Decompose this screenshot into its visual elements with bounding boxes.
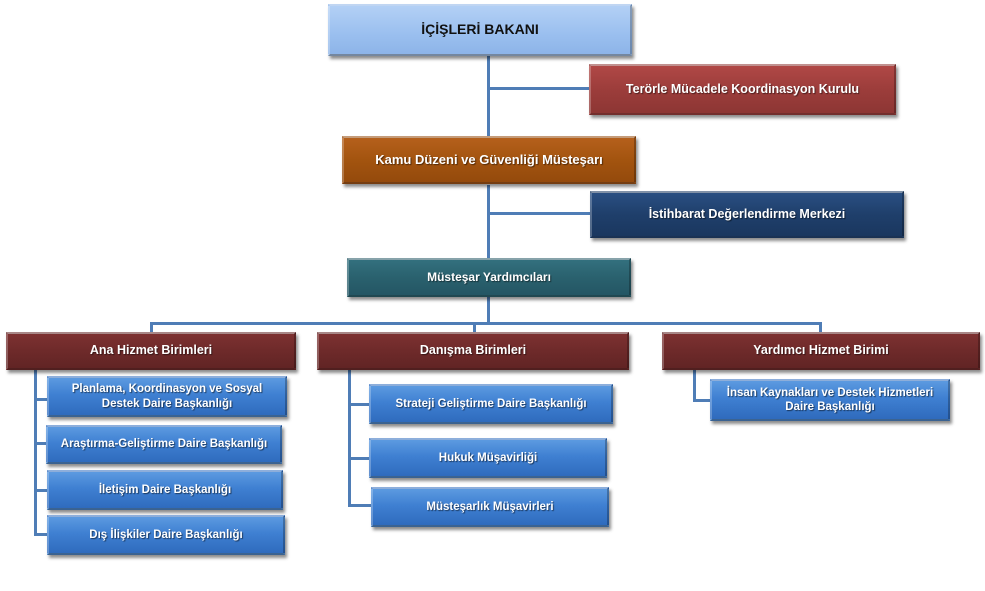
unit-box: Dış İlişkiler Daire Başkanlığı — [47, 515, 285, 555]
unit-label-line2: Daire Başkanlığı — [785, 401, 875, 413]
connector-undersecretary-to-intelligence — [487, 212, 591, 215]
undersecretary-box: Kamu Düzeni ve Güvenliği Müsteşarı — [342, 136, 636, 184]
connector-group1-unit2 — [34, 442, 46, 445]
group-header-advisory: Danışma Birimleri — [317, 332, 629, 370]
group-header-label: Yardımcı Hizmet Birimi — [753, 343, 889, 358]
unit-box: Hukuk Müşavirliği — [369, 438, 607, 478]
group-header-main-services: Ana Hizmet Birimleri — [6, 332, 296, 370]
connector-group-3 — [819, 322, 822, 334]
unit-box: Strateji Geliştirme Daire Başkanlığı — [369, 384, 613, 424]
connector-group2-unit1 — [348, 403, 370, 406]
intelligence-center-label: İstihbarat Değerlendirme Merkezi — [648, 206, 846, 221]
unit-label: Hukuk Müşavirliği — [438, 451, 538, 464]
unit-label: Müsteşarlık Müşavirleri — [426, 500, 554, 513]
unit-label-line1: Planlama, Koordinasyon ve Sosyal — [71, 383, 263, 396]
connector-group1-unit1 — [34, 398, 48, 401]
unit-box: Araştırma-Geliştirme Daire Başkanlığı — [46, 425, 282, 464]
connector-group-2 — [473, 322, 476, 334]
unit-label-line1: İnsan Kaynakları ve Destek Hizmetleri — [726, 386, 934, 399]
unit-label: Araştırma-Geliştirme Daire Başkanlığı — [60, 438, 268, 451]
connector-group1-unit3 — [34, 489, 48, 492]
unit-box: Müsteşarlık Müşavirleri — [371, 487, 609, 527]
connector-deputies-down — [487, 297, 490, 323]
connector-groups-horizontal — [150, 322, 822, 325]
unit-label-line2: Destek Daire Başkanlığı — [101, 397, 233, 410]
connector-group3-vertical — [693, 370, 696, 402]
connector-group-1 — [150, 322, 153, 334]
connector-group1-vertical — [34, 370, 37, 535]
deputies-box: Müsteşar Yardımcıları — [347, 258, 631, 297]
terror-council-box: Terörle Mücadele Koordinasyon Kurulu — [589, 64, 896, 115]
connector-group2-unit2 — [348, 457, 370, 460]
unit-label: İletişim Daire Başkanlığı — [98, 483, 232, 496]
group-header-label: Danışma Birimleri — [419, 343, 527, 358]
unit-label: Strateji Geliştirme Daire Başkanlığı — [395, 397, 587, 410]
minister-box: İÇİŞLERİ BAKANI — [328, 4, 632, 56]
connector-group2-unit3 — [348, 504, 372, 507]
group-header-auxiliary: Yardımcı Hizmet Birimi — [662, 332, 980, 370]
intelligence-center-box: İstihbarat Değerlendirme Merkezi — [590, 191, 904, 238]
connector-root-to-council — [487, 87, 590, 90]
unit-label: Dış İlişkiler Daire Başkanlığı — [89, 528, 243, 541]
connector-undersecretary-trunk — [487, 185, 490, 260]
connector-group2-vertical — [348, 370, 351, 507]
group-header-label: Ana Hizmet Birimleri — [89, 343, 213, 358]
unit-box: İletişim Daire Başkanlığı — [47, 470, 283, 510]
deputies-label: Müsteşar Yardımcıları — [427, 270, 551, 284]
unit-box: İnsan Kaynakları ve Destek Hizmetleri Da… — [710, 379, 950, 421]
unit-box: Planlama, Koordinasyon ve Sosyal Destek … — [47, 376, 287, 417]
connector-root-trunk — [487, 55, 490, 138]
minister-label: İÇİŞLERİ BAKANI — [421, 21, 539, 38]
undersecretary-label: Kamu Düzeni ve Güvenliği Müsteşarı — [375, 151, 603, 167]
terror-council-label: Terörle Mücadele Koordinasyon Kurulu — [625, 81, 860, 96]
connector-group3-unit1 — [693, 399, 711, 402]
connector-group1-unit4 — [34, 533, 48, 536]
